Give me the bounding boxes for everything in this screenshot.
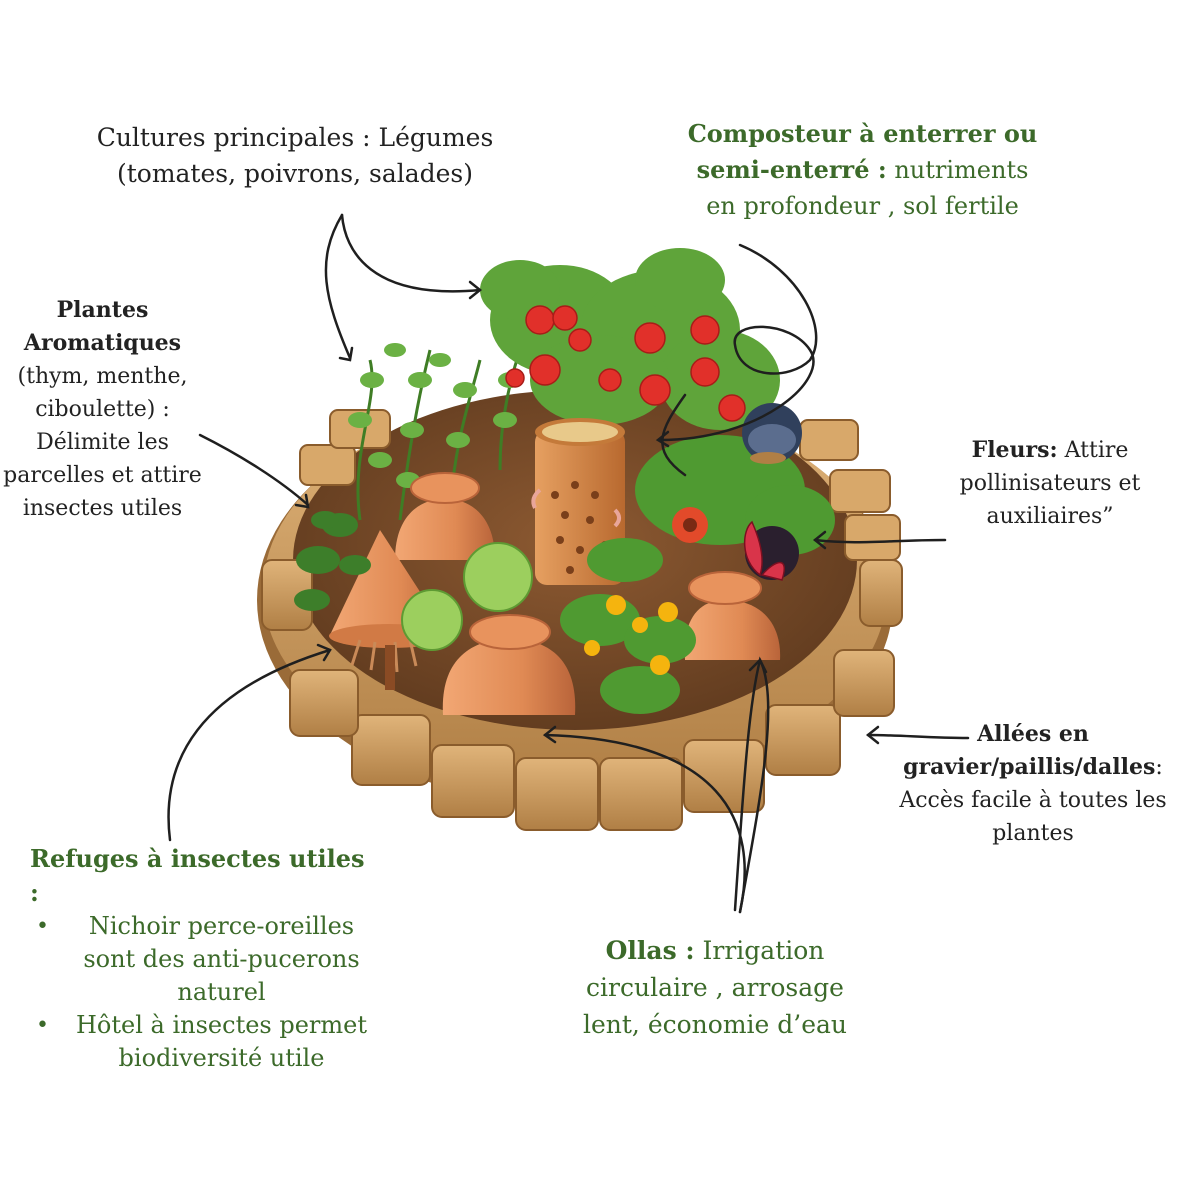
allees-line4: plantes [992, 821, 1074, 846]
ollas-line3: lent, économie d’eau [582, 1010, 848, 1039]
refuges-bullet-1: Nichoir perce-oreilles sont des anti-puc… [30, 910, 375, 1009]
front-bricks [261, 559, 903, 831]
aromatiques-title-line1: Plantes [56, 297, 149, 323]
olla-front [442, 614, 576, 715]
label-refuges: Refuges à insectes utiles : Nichoir perc… [30, 842, 375, 1075]
back-bricks [299, 409, 901, 561]
fleurs-text-line1: Attire [1057, 438, 1129, 463]
fleurs-title: Fleurs: [971, 437, 1058, 463]
composteur-title-line2: semi-enterré : [696, 155, 887, 184]
aromatiques-line7: insectes utiles [22, 496, 183, 521]
allees-line3: Accès facile à toutes les [899, 788, 1167, 813]
label-aromatiques: Plantes Aromatiques (thym, menthe, cibou… [0, 294, 205, 525]
refuges-title: Refuges à insectes utiles : [30, 844, 365, 907]
cultures-line1: Cultures principales : Légumes [96, 123, 494, 152]
allees-title-suffix: : [1155, 755, 1163, 780]
aromatiques-title-line2: Aromatiques [23, 330, 182, 356]
composteur-text-line3: en profondeur , sol fertile [706, 192, 1019, 220]
butterfly [743, 520, 785, 581]
olla-right [684, 571, 781, 660]
ollas-title: Ollas : [605, 936, 695, 965]
composteur-title-line1: Composteur à enterrer ou [687, 119, 1038, 148]
cultures-line2: (tomates, poivrons, salades) [116, 159, 474, 188]
refuges-bullet-2: Hôtel à insectes permet biodiversité uti… [30, 1009, 375, 1075]
fleurs-line2: pollinisateurs et [959, 471, 1141, 496]
composteur-text-line2: nutriments [886, 156, 1029, 184]
label-allees: Allées en gravier/paillis/dalles: Accès … [893, 718, 1173, 850]
basil-plant [294, 511, 371, 611]
aromatiques-line4: ciboulette) : [35, 397, 170, 422]
label-fleurs: Fleurs: Attire pollinisateurs et auxilia… [945, 434, 1155, 533]
label-cultures: Cultures principales : Légumes (tomates,… [80, 120, 510, 192]
arrows [167, 213, 970, 914]
aromatiques-line6: parcelles et attire [3, 463, 202, 488]
ollas-line2: circulaire , arrosage [586, 973, 844, 1002]
label-ollas: Ollas : Irrigation circulaire , arrosage… [560, 932, 870, 1043]
fleurs-line3: auxiliaires” [986, 504, 1114, 529]
aromatiques-line3: (thym, menthe, [17, 364, 188, 389]
label-composteur: Composteur à enterrer ou semi-enterré : … [680, 116, 1045, 224]
olla-left [395, 472, 495, 560]
aromatiques-line5: Délimite les [36, 430, 169, 455]
refuges-bullet-list: Nichoir perce-oreilles sont des anti-puc… [30, 910, 375, 1075]
allees-title-line1: Allées en [977, 721, 1089, 747]
lettuces [401, 542, 533, 651]
tomatoes [505, 305, 746, 422]
flower-plant [560, 507, 708, 714]
allees-title-line2: gravier/paillis/dalles [903, 754, 1156, 780]
ollas-text-line1: Irrigation [694, 936, 825, 965]
